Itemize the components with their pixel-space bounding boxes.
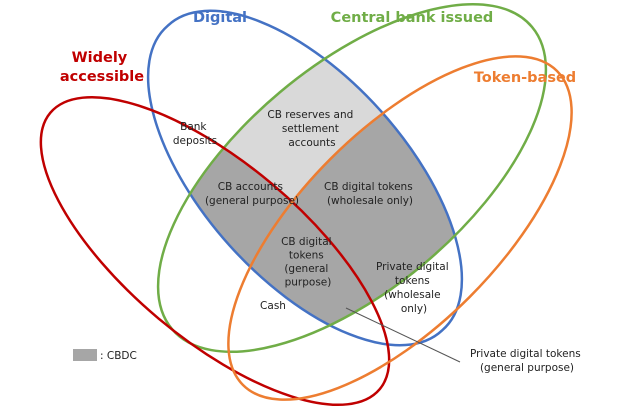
widely-accessible-set-ellipse	[39, 95, 391, 407]
digital-set-ellipse	[146, 9, 464, 347]
private-wholesale-label: Private digital tokens (wholesale only)	[376, 261, 452, 315]
digital-title: Digital	[193, 10, 247, 26]
cbdc-token-region	[228, 56, 462, 346]
cb-tokens-wholesale-label: CB digital tokens (wholesale only)	[324, 181, 416, 207]
cb-tokens-general-label: CB digital tokens (general purpose)	[281, 236, 335, 289]
token-based-title: Token-based	[474, 70, 576, 86]
central-bank-title: Central bank issued	[331, 10, 494, 26]
bank-deposits-label: Bank deposits	[173, 121, 217, 147]
cash-label: Cash	[260, 300, 286, 312]
cb-reserves-label: CB reserves and settlement accounts	[267, 109, 356, 149]
token-based-set-ellipse	[227, 55, 573, 401]
private-general-label: Private digital tokens (general purpose)	[470, 348, 584, 374]
cb-accounts-label: CB accounts (general purpose)	[205, 181, 299, 207]
cbdc-legend-label: : CBDC	[100, 350, 137, 362]
widely-accessible-title: Widely accessible	[60, 50, 144, 85]
cbdc-legend-swatch	[73, 349, 97, 361]
leader-line	[345, 307, 461, 363]
